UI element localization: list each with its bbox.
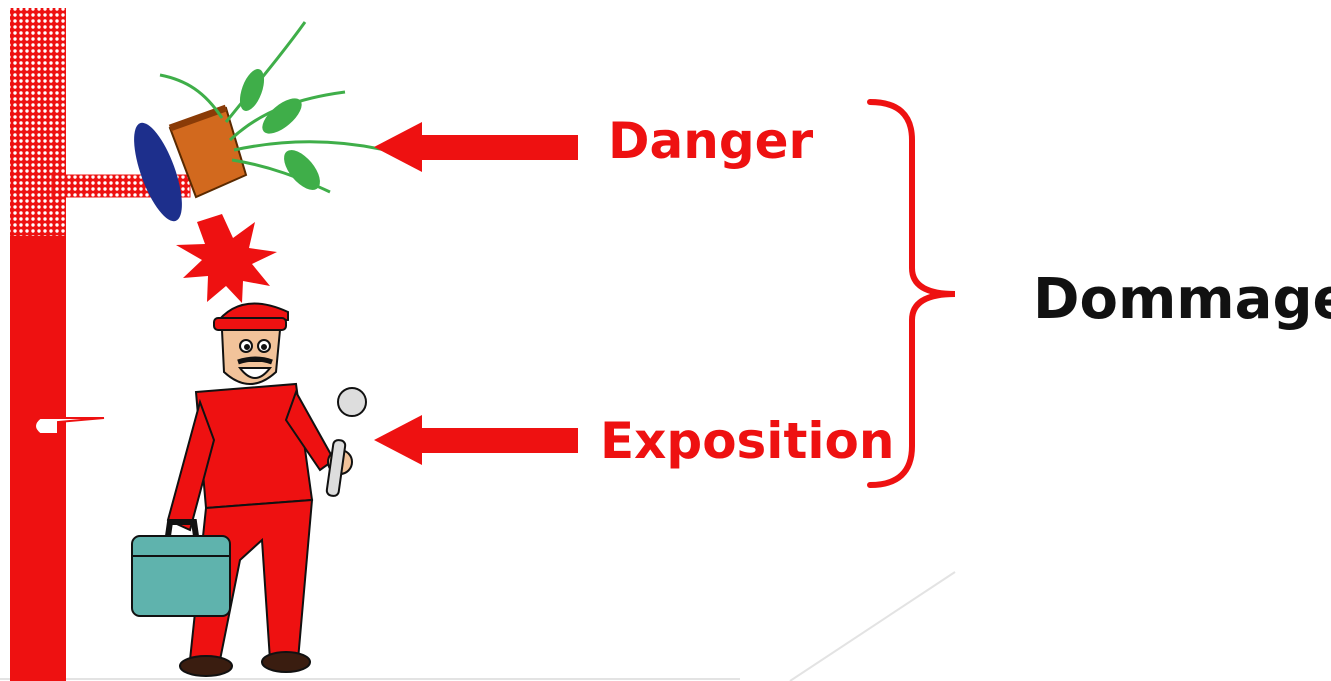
danger-label: Danger xyxy=(608,112,814,170)
exposition-arrow xyxy=(374,415,578,465)
flower-pot-icon xyxy=(134,21,386,222)
building-wall xyxy=(10,8,191,681)
dommage-label: Dommage xyxy=(1033,267,1331,332)
impact-star-icon xyxy=(176,214,277,303)
background-lines xyxy=(0,571,956,681)
exposition-label: Exposition xyxy=(600,412,895,470)
toolbox-icon xyxy=(131,519,231,617)
danger-arrow xyxy=(374,122,578,172)
worker-icon xyxy=(131,302,367,677)
curly-brace xyxy=(867,99,956,488)
